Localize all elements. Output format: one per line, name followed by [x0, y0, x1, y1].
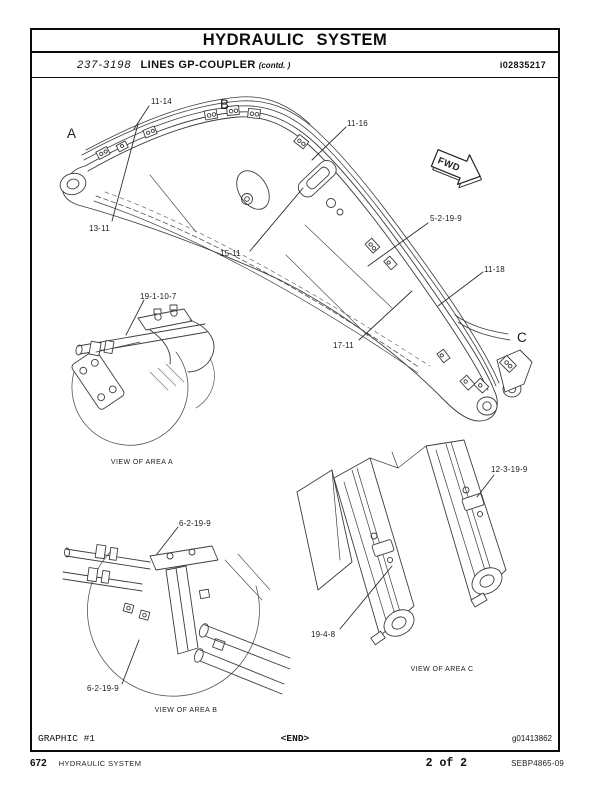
- footer-section-title: HYDRAULIC SYSTEM: [58, 759, 142, 768]
- fwd-arrow-icon: FWD: [430, 149, 483, 189]
- part-number: 237-3198: [77, 59, 132, 71]
- cylinder-boss: [236, 170, 270, 210]
- boom-silhouette: [59, 111, 498, 422]
- hidden-tube-lines: [93, 191, 431, 374]
- area-marker-b: B: [220, 97, 230, 112]
- caption-view-area-a: VIEW OF AREA A: [110, 459, 174, 466]
- callout-17-11: 17-11: [333, 341, 354, 350]
- callout-leader-lines: [111, 105, 495, 685]
- caption-view-area-c: VIEW OF AREA C: [410, 666, 474, 673]
- page-footer: 672 HYDRAULIC SYSTEM 2 of 2 SEBP4865-09: [30, 757, 564, 770]
- view-area-a: [71, 304, 215, 446]
- contd-note: (contd. ): [258, 60, 291, 70]
- caption-view-area-b: VIEW OF AREA B: [154, 707, 218, 714]
- title-band: HYDRAULIC SYSTEM: [32, 30, 558, 53]
- graphic-number: g01413862: [511, 733, 552, 743]
- document-border-box: HYDRAULIC SYSTEM 237-3198 LINES GP-COUPL…: [30, 28, 560, 752]
- footer-page-indicator: 2 of 2: [425, 757, 468, 770]
- subtitle-band: 237-3198 LINES GP-COUPLER (contd. ) i028…: [32, 53, 558, 78]
- callout-6-2-19-9-top: 6-2-19-9: [179, 519, 211, 528]
- footer-page-number: 672: [30, 758, 47, 769]
- view-area-b: [62, 544, 291, 697]
- area-marker-c: C: [517, 330, 527, 345]
- callout-11-16: 11-16: [347, 119, 368, 128]
- graphic-label: GRAPHIC #1: [38, 732, 96, 744]
- media-number: i02835217: [499, 60, 546, 70]
- graphic-info-bar: GRAPHIC #1 <END> g01413862: [32, 726, 558, 750]
- section-title: LINES GP-COUPLER: [140, 59, 256, 71]
- end-marker: <END>: [280, 732, 310, 744]
- boom-nose: [473, 349, 533, 416]
- footer-publication-number: SEBP4865-09: [511, 759, 564, 768]
- callout-13-11: 13-11: [89, 224, 110, 233]
- callout-19-4-8: 19-4-8: [311, 630, 336, 639]
- callout-5-2-19-9: 5-2-19-9: [430, 214, 462, 223]
- page-title: HYDRAULIC SYSTEM: [202, 31, 388, 49]
- callout-15-11: 15-11: [220, 249, 241, 258]
- callout-11-18: 11-18: [484, 265, 505, 274]
- view-area-c: [296, 439, 507, 646]
- area-marker-a: A: [67, 126, 77, 141]
- footer-right-group: 2 of 2 SEBP4865-09: [426, 757, 564, 770]
- callout-11-14: 11-14: [151, 97, 172, 106]
- callout-12-3-19-9: 12-3-19-9: [491, 465, 528, 474]
- boom-line-drawing: FWD: [59, 96, 533, 697]
- tube-clamps: [95, 105, 476, 391]
- boom-face-details: [149, 174, 393, 337]
- callout-19-1-10-7: 19-1-10-7: [140, 292, 177, 301]
- valve-cluster: [297, 159, 344, 216]
- hydraulic-tube-bundle: [81, 96, 511, 387]
- diagram-area: FWD: [32, 80, 558, 726]
- callout-6-2-19-9-bottom: 6-2-19-9: [87, 684, 119, 693]
